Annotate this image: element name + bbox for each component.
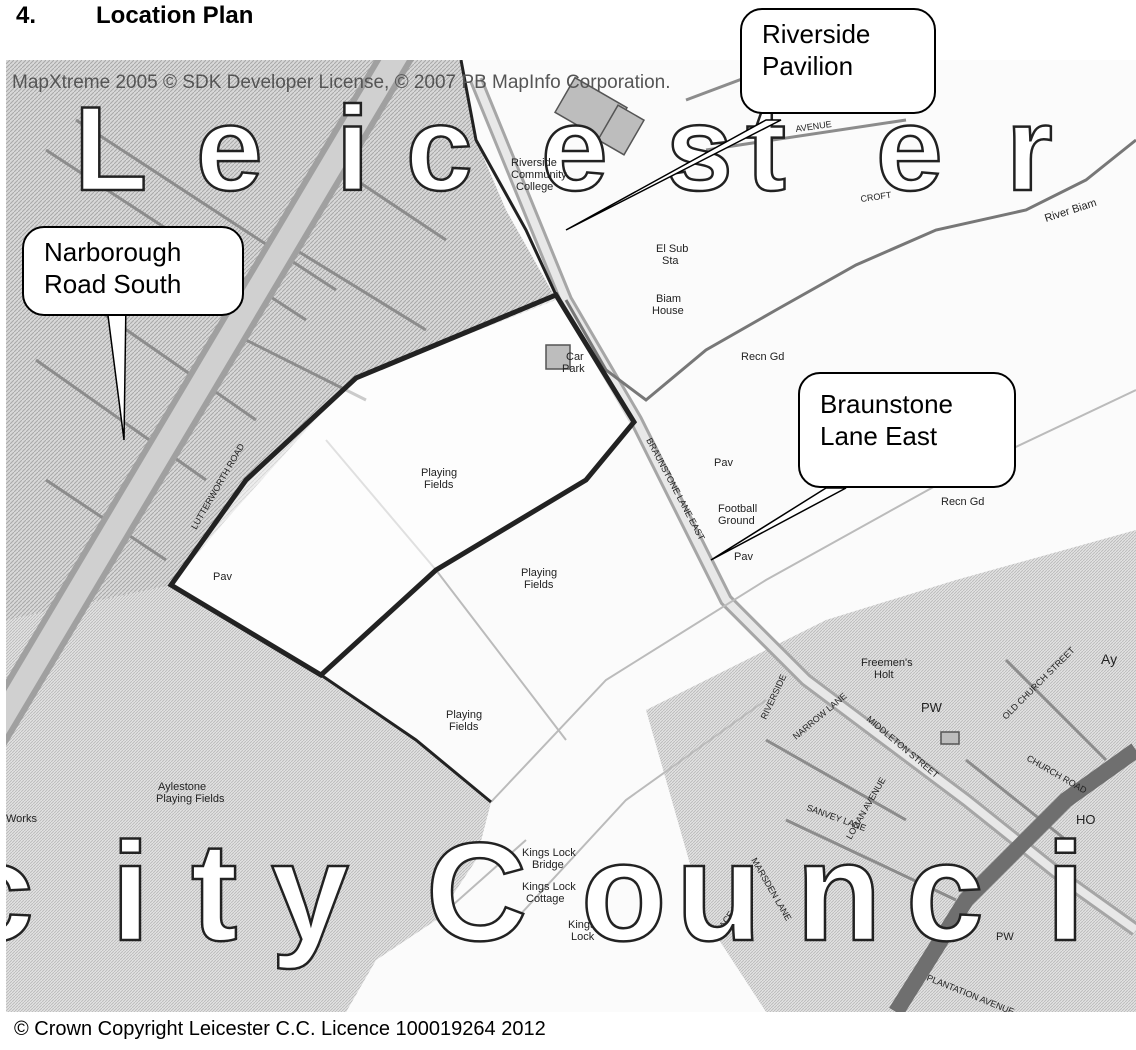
- map-label-biam-house: Biam: [656, 293, 681, 305]
- watermark-bottom-letter: u: [676, 813, 762, 970]
- buildings: [545, 76, 960, 745]
- road-label-croft: CROFT: [860, 190, 893, 204]
- map-label-el-sub: El Sub: [656, 243, 688, 255]
- map-label-playing-fields: Playing: [421, 467, 457, 479]
- map-label-aylestone: Playing Fields: [156, 793, 225, 805]
- map-label-football-ground: Football: [718, 503, 757, 515]
- watermark-bottom-letter: i: [111, 813, 150, 970]
- map-label-pav: Pav: [734, 551, 753, 563]
- callout-braunstone-lane-east: Braunstone Lane East: [798, 372, 1016, 488]
- callout-text: Narborough: [44, 237, 182, 267]
- map-label-pw: PW: [996, 931, 1014, 943]
- map-label-pav: Pav: [213, 571, 232, 583]
- map-label-kings-lock-cottage: Cottage: [526, 893, 565, 905]
- map-label-ho: HO: [1076, 812, 1096, 827]
- map-label-college: Community: [511, 169, 567, 181]
- watermark-bottom-letter: y: [271, 813, 349, 970]
- map-label-car-park: Park: [562, 363, 585, 375]
- map-label-pw: PW: [921, 700, 943, 715]
- map-label-kings-lock-bridge: Kings Lock: [522, 847, 576, 859]
- watermark-bottom-letter: i: [1046, 813, 1085, 970]
- watermark-top-letter: r: [1006, 82, 1053, 216]
- watermark-bottom-letter: c: [6, 813, 34, 970]
- watermark-bottom-letter: t: [191, 813, 238, 970]
- map-label-playing-fields: Fields: [424, 479, 454, 491]
- map-label-kings-lock: Kings: [568, 919, 596, 931]
- callout-narborough-road-south: Narborough Road South: [22, 226, 244, 316]
- map-label-playing-fields: Playing: [521, 567, 557, 579]
- watermark-bottom-letter: c: [906, 813, 984, 970]
- aylestone-area: [6, 585, 491, 1012]
- map-label-freemens-holt: Freemen's: [861, 657, 913, 669]
- watermark-top-letter: c: [406, 82, 473, 216]
- map-label-freemens-holt: Holt: [874, 669, 894, 681]
- location-map: L e i c e s t e r Riverside Community Co…: [6, 60, 1136, 1012]
- map-label-pav: Pav: [714, 457, 733, 469]
- callout-text: Riverside: [762, 19, 871, 49]
- watermark-top-letter: i: [336, 82, 369, 216]
- map-label-el-sub: Sta: [662, 255, 679, 267]
- boundary-line-south: [320, 673, 492, 804]
- callout-riverside-pavilion: Riverside Pavilion: [740, 8, 936, 114]
- map-label-playing-fields: Playing: [446, 709, 482, 721]
- watermark-bottom-letter: o: [581, 813, 667, 970]
- map-label-playing-fields: Fields: [524, 579, 554, 591]
- map-label-kings-lock-cottage: Kings Lock: [522, 881, 576, 893]
- boundary-line-north: [459, 60, 558, 296]
- watermark-top-letter: e: [541, 82, 608, 216]
- watermark-top-letter: e: [196, 82, 263, 216]
- section-number: 4.: [16, 2, 37, 29]
- map-attribution: MapXtreme 2005 © SDK Developer License, …: [12, 72, 671, 93]
- river-biam: [564, 138, 1136, 402]
- map-label-car-park: Car: [566, 351, 584, 363]
- main-road-southeast: [889, 743, 1136, 1012]
- map-label-works: Works: [6, 813, 37, 825]
- section-heading: 4. Location Plan: [16, 2, 253, 30]
- section-title: Location Plan: [96, 2, 254, 29]
- callout-tails: [105, 119, 847, 561]
- map-label-biam-house: House: [652, 305, 684, 317]
- callout-text: Pavilion: [762, 51, 854, 81]
- callout-text: Lane East: [820, 421, 938, 451]
- map-label-football-ground: Ground: [718, 515, 755, 527]
- map-label-kings-lock: Lock: [571, 931, 595, 943]
- callout-text: Braunstone: [820, 389, 953, 419]
- map-label-ay: Ay: [1101, 651, 1117, 667]
- map-labels: Riverside Community College El Sub Sta B…: [6, 157, 1117, 943]
- copyright-notice: © Crown Copyright Leicester C.C. Licence…: [14, 1018, 546, 1040]
- map-label-kings-lock-bridge: Bridge: [532, 859, 564, 871]
- callout-text: Road South: [44, 269, 182, 299]
- map-label-playing-fields: Fields: [449, 721, 479, 733]
- watermark-bottom-letter: n: [796, 813, 882, 970]
- map-label-college: Riverside: [511, 157, 557, 169]
- map-label-recn-gd: Recn Gd: [741, 351, 784, 363]
- map-label-aylestone: Aylestone: [158, 781, 206, 793]
- map-label-recn-gd: Recn Gd: [941, 496, 984, 508]
- watermark-top-letter: L: [74, 82, 147, 216]
- map-label-college: College: [516, 181, 553, 193]
- watermark-bottom-letter: C: [426, 813, 527, 970]
- watermark-bottom: c i t y C o u n c i: [6, 812, 1086, 972]
